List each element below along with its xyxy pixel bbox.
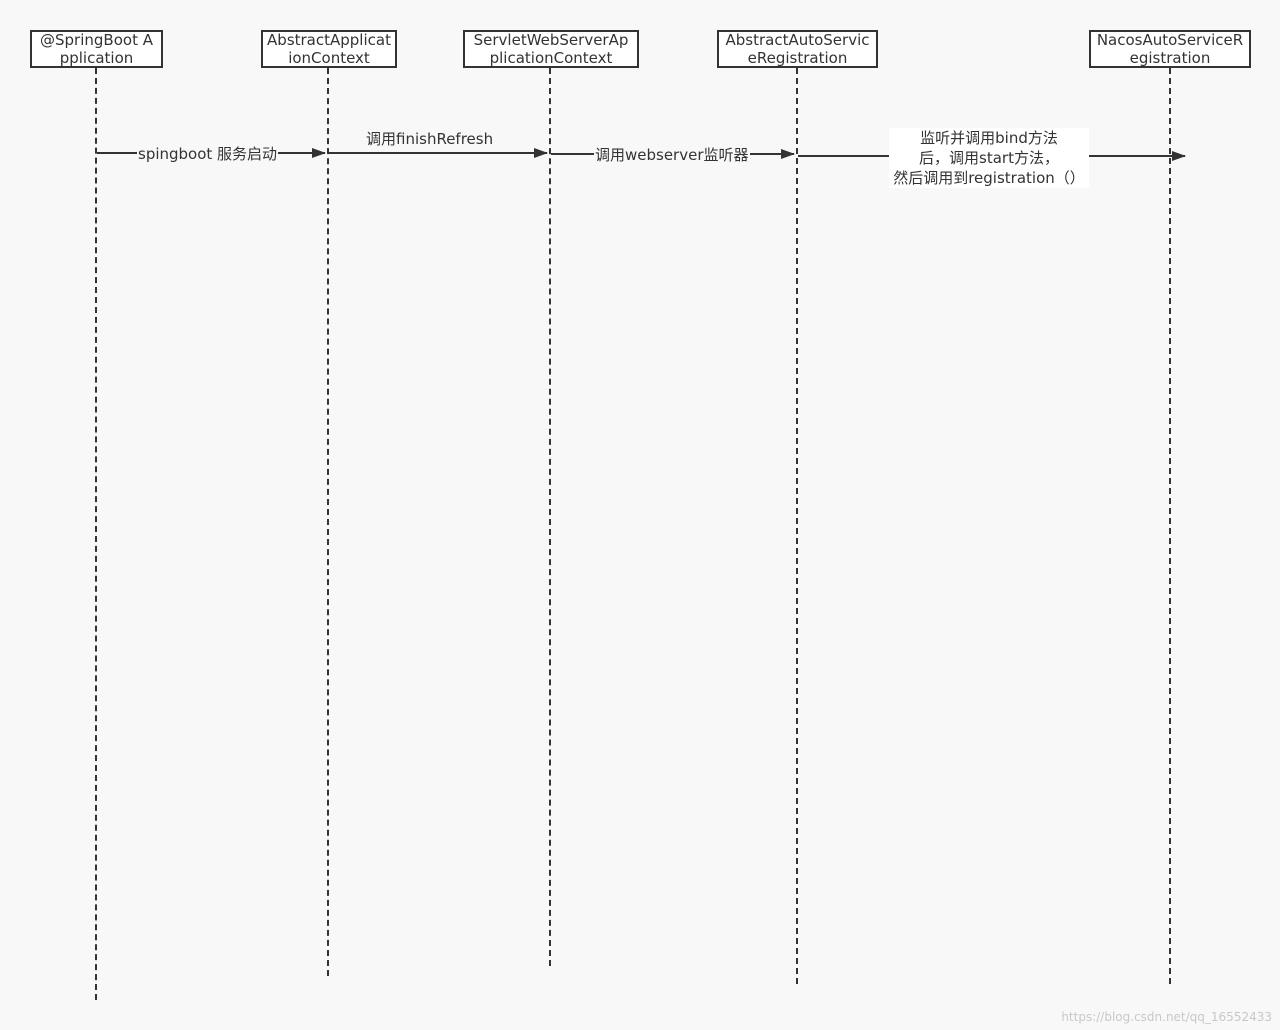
participant-label: NacosAutoServiceRegistration [1096,31,1244,67]
lifeline-nacos-auto-reg [1169,68,1171,984]
participant-servlet-web-server-ctx: ServletWebServerApplicationContext [463,30,639,68]
participant-springboot: @SpringBoot Application [30,30,163,68]
participant-label: AbstractApplicationContext [267,31,391,67]
message-label-4: 监听并调用bind方法 后，调用start方法， 然后调用到registrati… [889,128,1089,188]
lifeline-abstract-auto-reg [796,68,798,984]
participant-label: ServletWebServerApplicationContext [473,31,629,67]
participant-abstract-app-ctx: AbstractApplicationContext [261,30,397,68]
message-label-3: 调用webserver监听器 [594,146,750,164]
participant-label: AbstractAutoServiceRegistration [725,31,870,67]
message-label-2: 调用finishRefresh [366,130,494,148]
watermark: https://blog.csdn.net/qq_16552433 [1061,1010,1272,1024]
message-label-1: spingboot 服务启动 [137,145,279,163]
lifeline-abstract-app-ctx [327,68,329,976]
participant-label: @SpringBoot Application [40,31,153,67]
lifeline-servlet-web-server-ctx [549,68,551,966]
participant-nacos-auto-reg: NacosAutoServiceRegistration [1089,30,1251,68]
participant-abstract-auto-reg: AbstractAutoServiceRegistration [717,30,878,68]
lifeline-springboot [95,68,97,1000]
